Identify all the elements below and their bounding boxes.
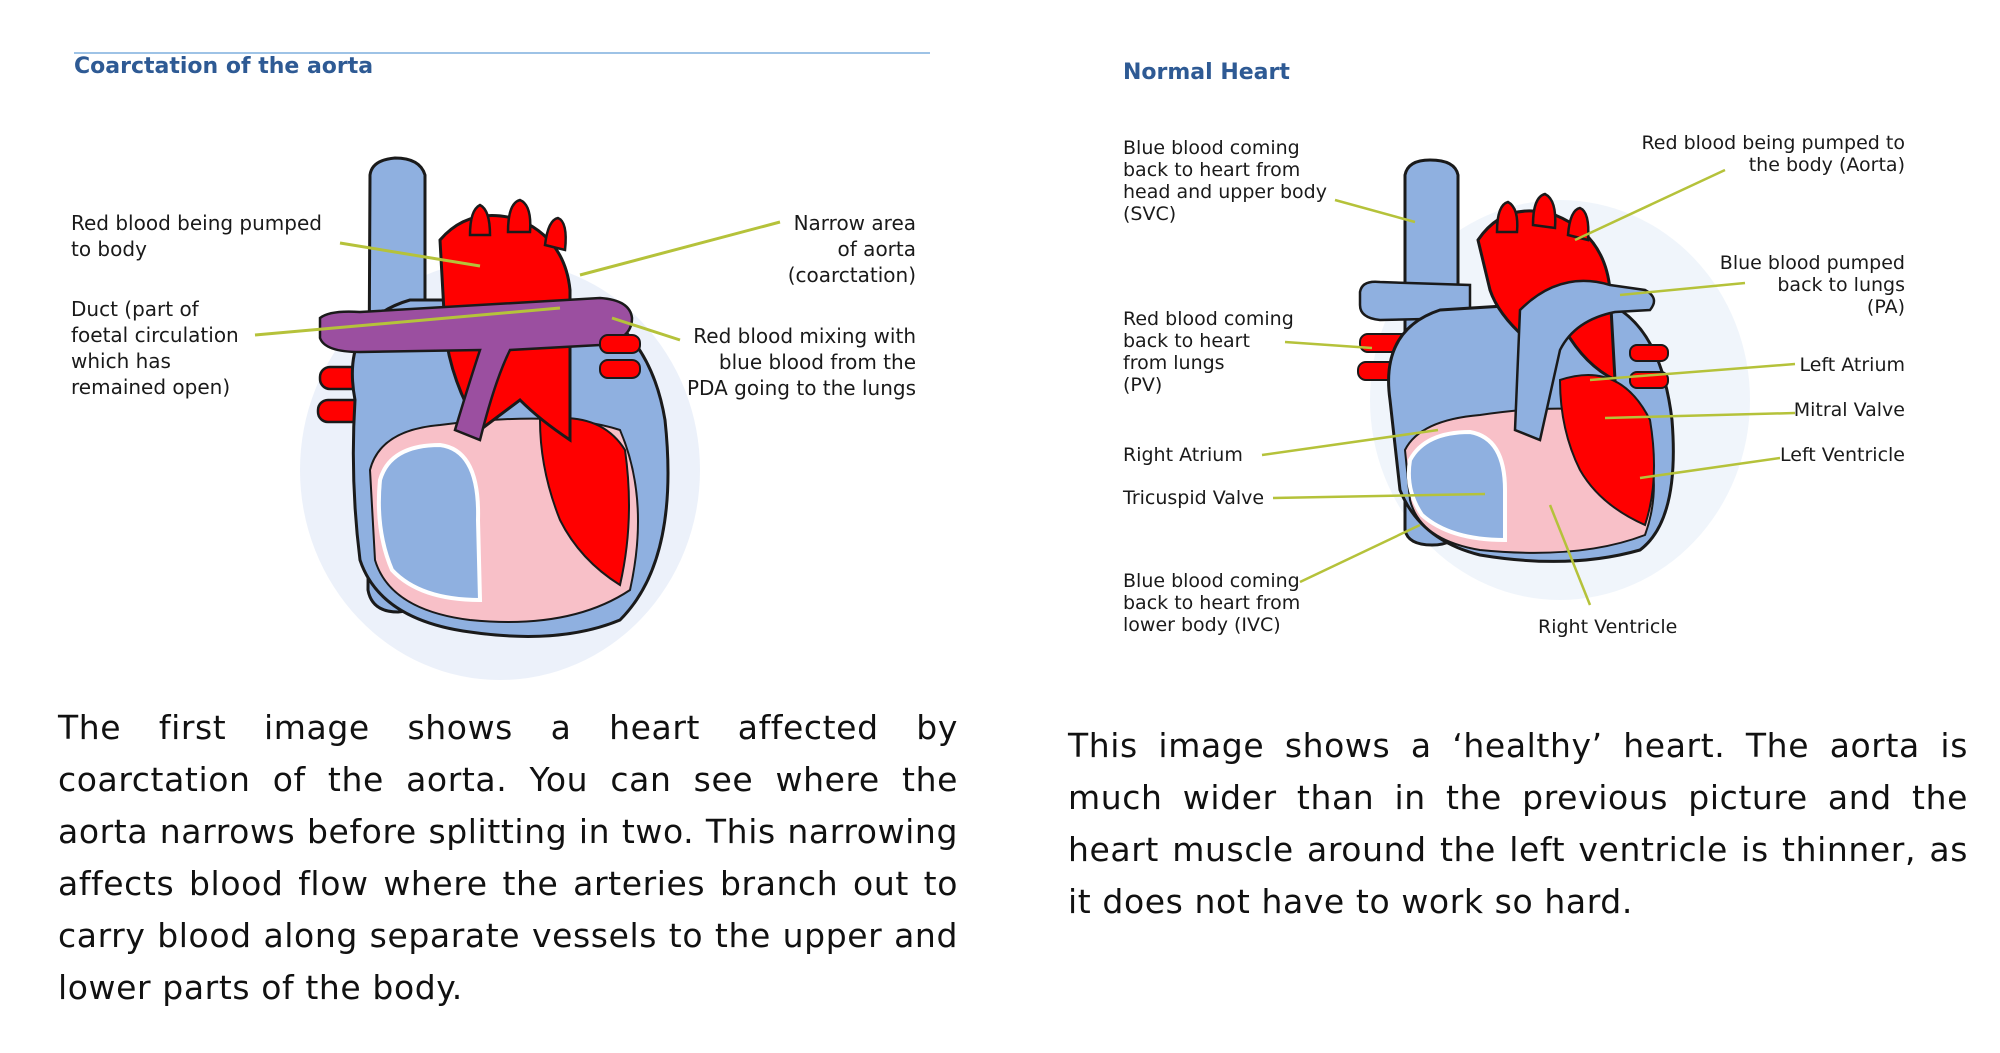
label-svc: Blue blood coming back to heart from hea… <box>1123 137 1327 225</box>
coarctation-heart-diagram <box>254 156 781 680</box>
right-pv-1 <box>599 334 641 354</box>
pointer-left-atrium <box>1589 362 1796 382</box>
title-rule <box>74 52 930 54</box>
pointer-right-atrium <box>1261 428 1439 457</box>
left-ventricle <box>538 417 630 587</box>
normal-heart-diagram <box>1261 158 1796 606</box>
pointer-svc <box>1334 198 1416 224</box>
pointer-left-ventricle <box>1639 456 1781 480</box>
arch-branch-3 <box>1566 206 1590 242</box>
label-aorta: Red blood being pumped to the body (Aort… <box>1641 132 1905 176</box>
label-left-ventricle: Left Ventricle <box>1780 444 1905 466</box>
pointer-mitral <box>1604 411 1796 420</box>
label-right-atrium: Right Atrium <box>1123 444 1243 466</box>
coarctation-panel: Coarctation of the aorta Red blood b <box>58 52 958 1007</box>
label-pv: Red blood coming back to heart from lung… <box>1123 308 1294 396</box>
patent-ductus <box>318 296 634 442</box>
arch-branch-2 <box>506 198 532 234</box>
label-tricuspid: Tricuspid Valve <box>1123 487 1265 509</box>
label-right-ventricle: Right Ventricle <box>1538 616 1678 638</box>
right-pv-2 <box>599 359 641 379</box>
arch-branch-1 <box>1495 200 1519 234</box>
arch-branch-2 <box>1531 192 1557 230</box>
pointer-mixing <box>611 316 681 342</box>
label-ivc: Blue blood coming back to heart from low… <box>1123 570 1301 636</box>
right-ventricle <box>1406 429 1507 543</box>
pulmonary-artery <box>1513 279 1656 442</box>
normal-heart-caption: This image shows a ‘healthy’ heart. The … <box>1068 726 1968 921</box>
pointer-pv <box>1284 340 1373 350</box>
pointer-tricuspid <box>1272 492 1486 500</box>
label-duct: Duct (part of foetal circulation which h… <box>71 297 239 399</box>
label-red-to-body: Red blood being pumped to body <box>71 211 322 261</box>
label-mixing: Red blood mixing with blue blood from th… <box>686 324 916 400</box>
normal-heart-panel: Normal Heart Blue b <box>1000 0 2000 1053</box>
pointer-right-ventricle <box>1548 504 1592 606</box>
pointer-ivc <box>1299 523 1421 584</box>
label-left-atrium: Left Atrium <box>1799 354 1905 376</box>
arch-branch-3 <box>543 216 567 252</box>
label-mitral: Mitral Valve <box>1793 399 1905 421</box>
arch-branch-1 <box>468 203 492 237</box>
coarctation-caption: The first image shows a heart affected b… <box>58 708 958 1007</box>
pointer-pa <box>1619 281 1746 297</box>
left-ventricle <box>1558 374 1655 527</box>
pointer-narrow <box>579 220 781 277</box>
pv-right-1 <box>1629 344 1669 362</box>
pointer-aorta <box>1574 168 1726 242</box>
label-pa: Blue blood pumped back to lungs (PA) <box>1719 252 1905 318</box>
normal-heart-title: Normal Heart <box>1123 60 1290 85</box>
pointer-duct <box>254 306 561 337</box>
label-narrow: Narrow area of aorta (coarctation) <box>787 211 916 287</box>
pointer-red-to-body <box>339 241 481 268</box>
right-ventricle <box>376 442 483 603</box>
coarctation-title: Coarctation of the aorta <box>74 54 374 79</box>
